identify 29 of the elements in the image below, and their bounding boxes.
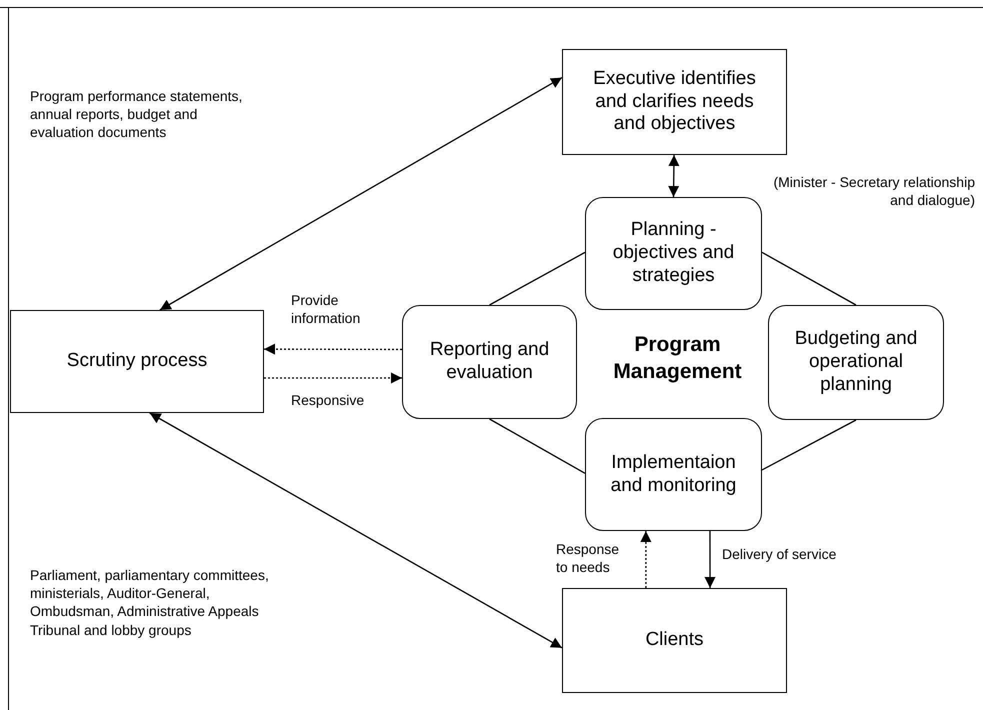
arrow [668, 155, 680, 197]
entity-box [10, 310, 264, 413]
connector-line [489, 418, 586, 474]
node-text: Clients [645, 629, 704, 652]
connector-line [489, 252, 586, 306]
node-text: Implementaion and monitoring [610, 452, 738, 498]
connector-line [762, 252, 856, 306]
node-text: Planning - objectives and strategies [612, 219, 736, 288]
center-title: Program Management [612, 332, 743, 386]
note-text: (Minister - Secretary relationship and dialogue) [772, 173, 975, 210]
arrow [264, 372, 402, 384]
note-text: Parliament, parliamentary committees, ministerials, Auditor-General, Ombudsman, Administrative Appeals Tribunal and lobby groups [30, 566, 270, 639]
connector-line [762, 419, 856, 471]
entity-box [562, 588, 787, 693]
node-text: Reporting and evaluation [428, 339, 550, 385]
note-text: Program performance statements, annual reports, budget and evaluation documents [30, 87, 244, 142]
arrow [264, 344, 402, 355]
process-box [402, 305, 577, 419]
process-box [585, 197, 762, 310]
node-text: Scrutiny process [66, 350, 208, 373]
entity-box [562, 49, 787, 155]
arrow [149, 412, 562, 648]
process-box [585, 418, 762, 531]
node-text: Executive identifies and clarifies needs and objectives [592, 68, 757, 136]
arrow [704, 531, 716, 588]
node-text: Budgeting and operational planning [794, 328, 918, 397]
arrow [640, 531, 652, 588]
process-box [768, 305, 944, 420]
arrow [160, 77, 562, 311]
